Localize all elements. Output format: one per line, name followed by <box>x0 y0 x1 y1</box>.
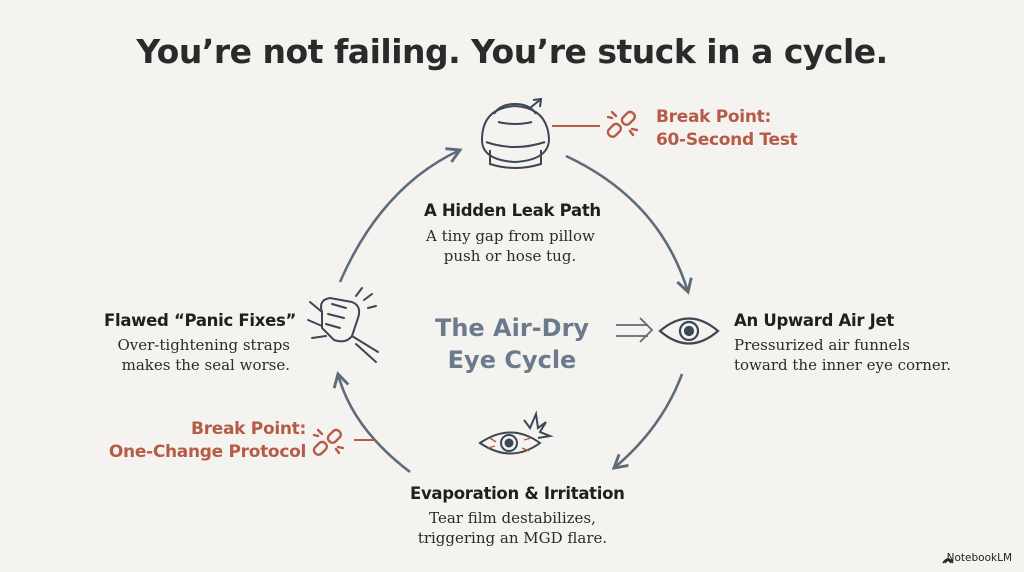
jet-title: An Upward Air Jet <box>734 311 894 330</box>
arrow-jet-to-evap <box>611 373 684 470</box>
jet-desc-line-1: Pressurized air funnels <box>734 336 910 354</box>
arrow-panic-to-leak <box>338 147 463 283</box>
evap-desc-line-1: Tear film destabilizes, <box>429 509 596 527</box>
break-point-1-line-2: 60-Second Test <box>656 130 798 150</box>
break-point-2-line-1: Break Point: <box>191 419 306 439</box>
leak-desc-line-2: push or hose tug. <box>443 247 577 265</box>
brand-label: NotebookLM <box>946 552 1012 564</box>
break-point-one-change: Break Point: One-Change Protocol <box>86 418 306 464</box>
break-point-1-line-1: Break Point: <box>656 107 771 127</box>
panic-title: Flawed “Panic Fixes” <box>104 311 297 330</box>
panic-desc: Over-tightening straps makes the seal wo… <box>90 335 290 375</box>
leak-title: A Hidden Leak Path <box>424 201 601 220</box>
irritated-eye-icon <box>478 410 554 455</box>
eye-icon <box>658 317 720 345</box>
arrow-leak-to-jet <box>565 154 693 295</box>
broken-chain-icon <box>606 110 639 139</box>
panic-desc-line-1: Over-tightening straps <box>117 336 290 354</box>
leak-desc-line-1: A tiny gap from pillow <box>426 227 595 245</box>
panic-desc-line-2: makes the seal worse. <box>121 356 290 374</box>
evap-title: Evaporation & Irritation <box>410 484 625 503</box>
mask-icon <box>480 97 551 169</box>
jet-desc-line-2: toward the inner eye corner. <box>734 356 952 374</box>
center-title-line-2: Eye Cycle <box>447 346 577 374</box>
jet-desc: Pressurized air funnels toward the inner… <box>734 335 951 375</box>
fist-strap-icon <box>307 287 379 363</box>
brand-logo-icon <box>942 558 954 564</box>
center-title: The Air-Dry Eye Cycle <box>420 312 604 376</box>
double-arrow-icon <box>616 317 654 343</box>
leak-desc: A tiny gap from pillow push or hose tug. <box>426 226 595 266</box>
center-title-line-1: The Air-Dry <box>434 314 590 342</box>
page-title: You’re not failing. You’re stuck in a cy… <box>136 32 888 71</box>
break-point-2-line-2: One-Change Protocol <box>108 442 306 462</box>
evap-desc: Tear film destabilizes, triggering an MG… <box>400 508 625 548</box>
arrow-evap-to-panic <box>332 371 411 474</box>
evap-desc-line-2: triggering an MGD flare. <box>417 529 608 547</box>
break-point-60-second: Break Point: 60-Second Test <box>656 106 798 152</box>
broken-chain-icon <box>312 428 345 457</box>
